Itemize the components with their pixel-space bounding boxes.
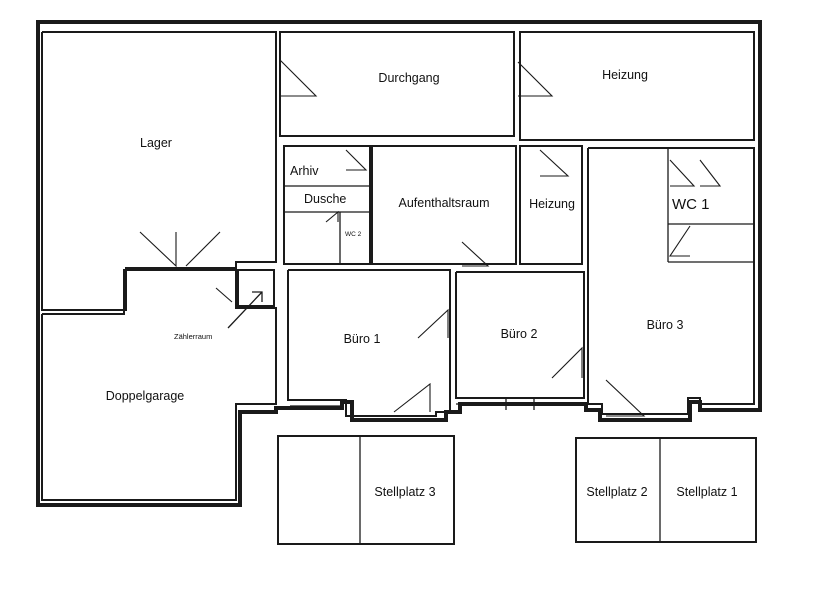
outer-walls [36, 20, 762, 507]
room-labels: Lager Durchgang Heizung Arhiv Dusche WC … [106, 68, 710, 403]
parking-label-stellplatz1: Stellplatz 1 [676, 485, 737, 499]
room-label-heizung-mid: Heizung [529, 197, 575, 211]
parking-area [277, 435, 757, 545]
room-label-durchgang: Durchgang [378, 71, 439, 85]
room-label-lager: Lager [140, 136, 172, 150]
room-label-wc1: WC 1 [672, 196, 710, 213]
room-label-aufenthaltsraum: Aufenthaltsraum [398, 196, 489, 210]
room-label-wc2: WC 2 [345, 231, 362, 238]
room-label-heizung-top: Heizung [602, 68, 648, 82]
parking-label-stellplatz3: Stellplatz 3 [374, 485, 435, 499]
parking-labels: Stellplatz 3 Stellplatz 2 Stellplatz 1 [374, 485, 737, 499]
room-label-zaehlerraum: Zählerraum [174, 332, 212, 341]
room-label-dusche: Dusche [304, 192, 346, 206]
room-label-buero3: Büro 3 [647, 318, 684, 332]
parking-label-stellplatz2: Stellplatz 2 [586, 485, 647, 499]
interior-walls [41, 31, 755, 501]
room-label-doppelgarage: Doppelgarage [106, 389, 185, 403]
room-label-buero1: Büro 1 [344, 332, 381, 346]
room-label-buero2: Büro 2 [501, 327, 538, 341]
doors [139, 59, 722, 417]
room-label-arhiv: Arhiv [290, 164, 319, 178]
